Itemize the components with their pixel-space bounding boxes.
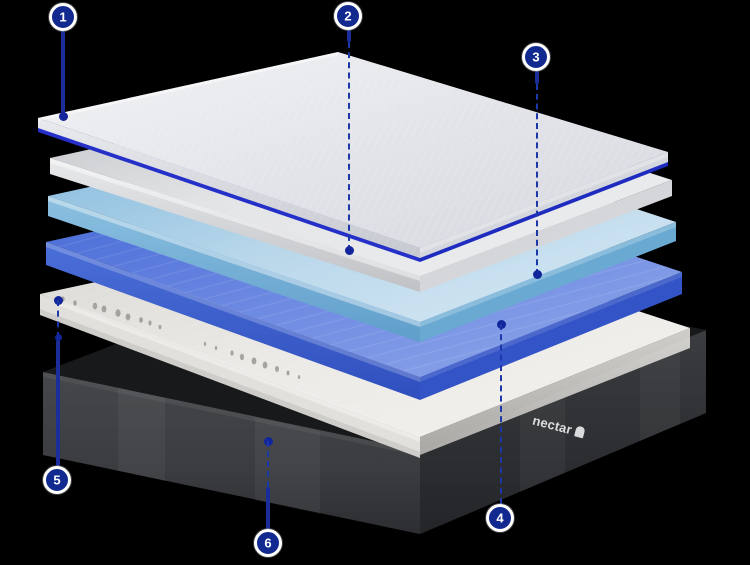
callout-marker-5-label: 5 <box>53 472 61 487</box>
callout-marker-3[interactable]: 3 <box>522 43 550 71</box>
callout-marker-1[interactable]: 1 <box>49 3 77 31</box>
callout-marker-6[interactable]: 6 <box>254 529 282 557</box>
callout-marker-4-label: 4 <box>496 510 504 525</box>
callout-marker-5[interactable]: 5 <box>43 466 71 494</box>
callout-marker-2-label: 2 <box>344 8 352 23</box>
callout-marker-1-label: 1 <box>59 9 67 24</box>
callout-marker-4[interactable]: 4 <box>486 504 514 532</box>
callout-marker-2[interactable]: 2 <box>334 2 362 30</box>
callout-marker-6-label: 6 <box>264 535 272 550</box>
callout-marker-3-label: 3 <box>532 49 540 64</box>
layer-cooling-cover <box>38 52 668 262</box>
